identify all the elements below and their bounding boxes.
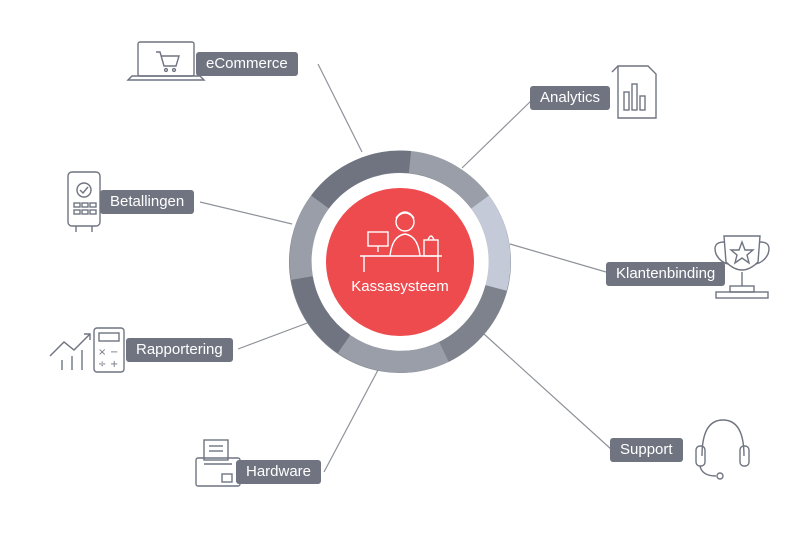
connectors: [199, 63, 613, 473]
analytics-report-icon: [611, 65, 657, 119]
headset-icon: [695, 419, 750, 480]
node-analytics[interactable]: Analytics: [530, 86, 612, 113]
printer-icon: [195, 439, 241, 487]
hub-core: [326, 188, 474, 336]
svg-text:÷: ÷: [98, 359, 106, 370]
svg-text:−: −: [110, 347, 118, 358]
calculator-chart-icon: [49, 327, 125, 373]
hub-label: Kassasysteem: [351, 278, 449, 295]
payment-terminal-icon: [67, 171, 101, 232]
node-ecommerce[interactable]: eCommerce: [196, 52, 299, 79]
node-rapportering[interactable]: Rapportering: [126, 338, 234, 365]
node-klantenbinding[interactable]: Klantenbinding: [606, 262, 727, 289]
svg-text:+: +: [110, 359, 118, 370]
svg-text:×: ×: [98, 347, 106, 358]
calculator-symbols: ×− ÷ +: [98, 347, 118, 370]
cashier-icon: [360, 211, 442, 272]
laptop-cart-icon: [126, 41, 206, 81]
node-betalingen[interactable]: Betallingen: [100, 190, 196, 217]
hub-ring: [289, 150, 511, 373]
node-hardware[interactable]: Hardware: [236, 460, 323, 487]
node-support[interactable]: Support: [610, 438, 684, 465]
